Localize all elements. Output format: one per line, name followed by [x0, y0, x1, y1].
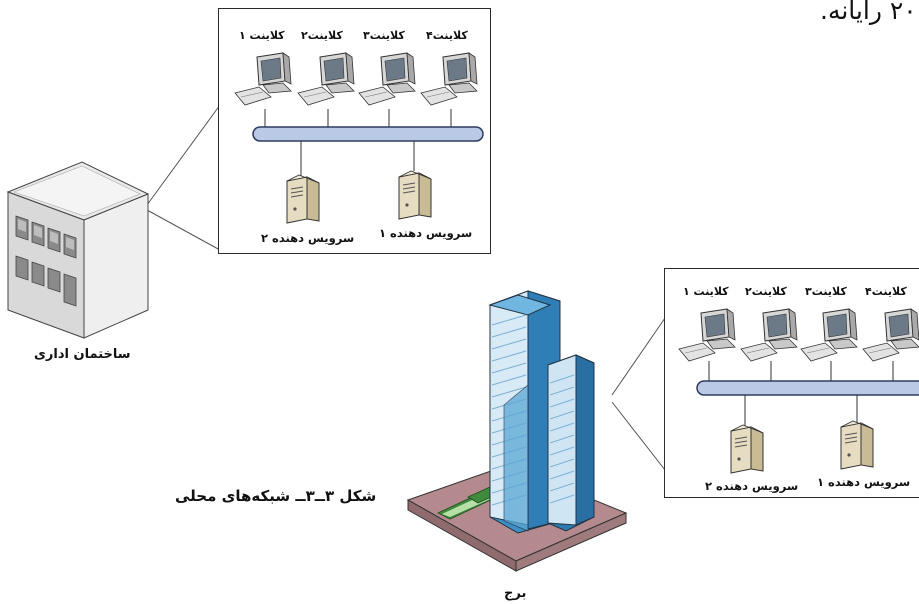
- server-label: سرویس دهنده ۱: [379, 226, 473, 240]
- server-icon: [286, 174, 320, 224]
- network-panel-office: کلاینت ۱ کلاینت۲ کلاینت۳ کلاینت۴ سرویس د…: [218, 8, 491, 254]
- server-label: سرویس دهنده ۱: [817, 475, 911, 489]
- server-icon: [398, 170, 432, 220]
- client-computer-icon: [740, 308, 798, 362]
- client-label: کلاینت۳: [363, 29, 405, 42]
- network-panel-tower: کلاینت ۱ کلاینت۲ کلاینت۳ کلاینت۴ سرویس د…: [664, 268, 919, 498]
- network-bus: [696, 380, 919, 396]
- client-computer-icon: [678, 308, 736, 362]
- client-label: کلاینت۴: [865, 285, 907, 298]
- server-label: سرویس دهنده ۲: [705, 479, 799, 493]
- client-computer-icon: [358, 52, 416, 106]
- network-diagram-office: [252, 109, 484, 177]
- office-building-label: ساختمان اداری: [34, 347, 131, 362]
- server-label: سرویس دهنده ۲: [261, 231, 355, 245]
- tower-building-label: برج: [504, 586, 527, 601]
- client-label: کلاینت۴: [426, 29, 468, 42]
- tower-building-icon: [406, 290, 628, 572]
- server-icon: [840, 420, 874, 470]
- client-computer-icon: [297, 52, 355, 106]
- client-computer-icon: [420, 52, 478, 106]
- client-label: کلاینت ۱: [683, 285, 729, 298]
- client-computer-icon: [862, 308, 919, 362]
- client-computer-icon: [234, 52, 292, 106]
- top-text-fragment: ۲۰ رایانه.: [820, 0, 917, 25]
- server-icon: [730, 424, 764, 474]
- office-building-icon: [6, 161, 150, 339]
- figure-caption: شکل ۳ــ۳ــ شبکه‌های محلی: [175, 487, 377, 505]
- network-diagram-tower: [696, 361, 919, 427]
- network-bus: [252, 126, 484, 142]
- client-label: کلاینت ۱: [239, 29, 285, 42]
- client-label: کلاینت۲: [301, 29, 343, 42]
- client-label: کلاینت۲: [745, 285, 787, 298]
- client-label: کلاینت۳: [805, 285, 847, 298]
- client-computer-icon: [800, 308, 858, 362]
